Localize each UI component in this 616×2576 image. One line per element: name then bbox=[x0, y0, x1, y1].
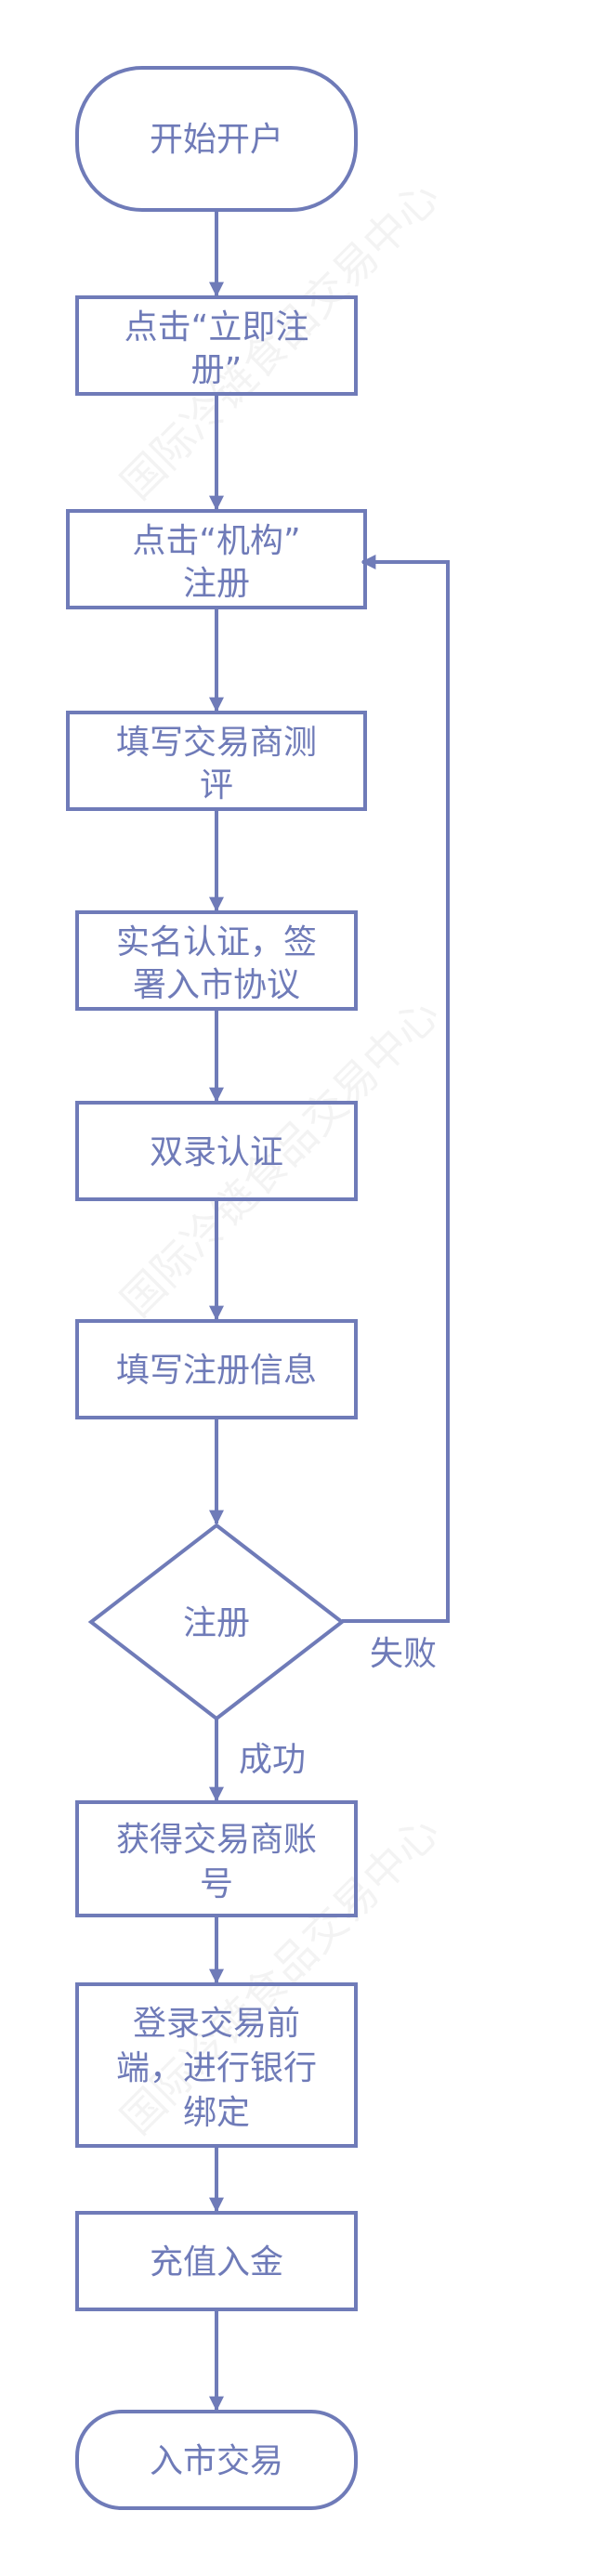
click-register-label-line1: 点击“立即注 bbox=[125, 308, 309, 347]
end-label: 入市交易 bbox=[150, 2442, 283, 2480]
process-login-bind bbox=[75, 1982, 358, 2148]
decision-register bbox=[87, 1523, 346, 1721]
deposit-label: 充值入金 bbox=[150, 2243, 283, 2282]
login-bind-label-line2: 端，进行银行 bbox=[116, 2049, 317, 2087]
process-assessment bbox=[66, 711, 367, 811]
assessment-label-line2: 评 bbox=[200, 766, 233, 804]
decision-label: 注册 bbox=[183, 1604, 250, 1642]
click-institution-label-line1: 点击“机构” bbox=[132, 522, 300, 560]
end-node bbox=[75, 2410, 358, 2510]
edge-decision-fail bbox=[342, 555, 450, 1623]
edge-label-success: 成功 bbox=[239, 1741, 306, 1779]
fill-info-label: 填写注册信息 bbox=[116, 1352, 317, 1390]
start-label: 开始开户 bbox=[150, 121, 283, 159]
real-name-label-line2: 署入市协议 bbox=[133, 966, 300, 1004]
click-register-label-line2: 册” bbox=[191, 351, 242, 389]
get-account-label-line1: 获得交易商账 bbox=[116, 1821, 317, 1859]
start-node bbox=[75, 66, 358, 212]
process-get-account bbox=[75, 1800, 358, 1917]
real-name-label-line1: 实名认证，签 bbox=[116, 923, 317, 961]
assessment-label-line1: 填写交易商测 bbox=[116, 724, 317, 762]
process-deposit bbox=[75, 2211, 358, 2311]
login-bind-label-line1: 登录交易前 bbox=[133, 2005, 300, 2043]
get-account-label-line2: 号 bbox=[200, 1865, 233, 1903]
click-institution-label-line2: 注册 bbox=[183, 565, 250, 603]
process-fill-info bbox=[75, 1319, 358, 1419]
edge-label-fail: 失败 bbox=[370, 1635, 437, 1673]
dual-record-label: 双录认证 bbox=[150, 1133, 283, 1171]
process-real-name bbox=[75, 910, 358, 1011]
process-click-register bbox=[75, 295, 358, 396]
login-bind-label-line3: 绑定 bbox=[183, 2094, 250, 2132]
process-dual-record bbox=[75, 1101, 358, 1201]
process-click-institution bbox=[66, 509, 367, 609]
